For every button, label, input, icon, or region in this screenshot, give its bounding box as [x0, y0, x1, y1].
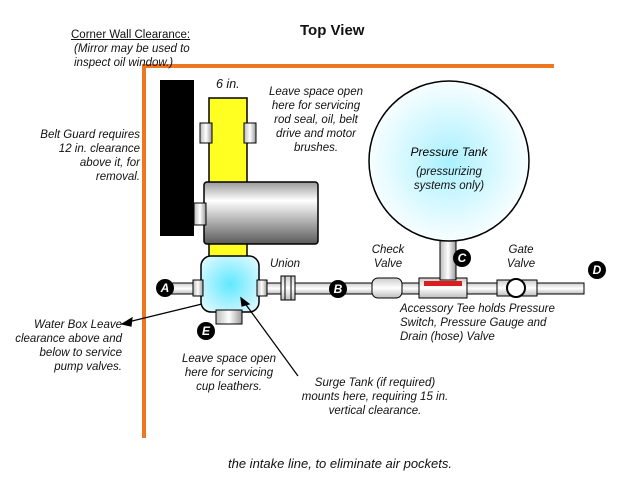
check-valve: [371, 277, 403, 299]
check-valve-label: Check Valve: [371, 244, 405, 270]
rod-seal-note: Leave space open here for servicing rod …: [269, 86, 363, 154]
arrowhead-water-box: [120, 316, 133, 327]
pump-cap-right: [243, 122, 257, 144]
point-markers: [156, 249, 606, 340]
pump-cap-left: [199, 122, 213, 144]
accessory-tee: [418, 277, 468, 299]
water-box-body: [200, 255, 260, 313]
marker-c-letter: C: [458, 251, 467, 265]
water-box: [192, 255, 268, 325]
wall-top: [142, 64, 554, 68]
gate-valve-label: Gate Valve: [506, 244, 536, 270]
marker-a: [156, 279, 174, 297]
water-box-cap-left: [192, 279, 204, 297]
corner-wall: [142, 64, 554, 438]
marker-d-letter: D: [593, 263, 602, 277]
surge-tank-note: Surge Tank (if required) mounts here, re…: [301, 377, 449, 417]
marker-d: [588, 261, 606, 279]
arrow-water-box: [127, 303, 203, 323]
pointer-arrows: [120, 296, 299, 377]
page-title: Top View: [300, 22, 365, 39]
arrow-surge-tank: [243, 301, 299, 377]
union-label: Union: [270, 258, 301, 270]
tank-name: Pressure Tank: [411, 145, 489, 159]
motor: [193, 181, 319, 245]
accessory-tee-note: Accessory Tee holds Pressure Switch, Pre…: [400, 303, 555, 343]
gate-valve-wheel: [506, 278, 526, 298]
tank-note: (pressurizing systems only): [413, 166, 485, 192]
marker-e-letter: E: [202, 324, 211, 338]
union-body: [280, 275, 296, 301]
water-box-bottom: [215, 309, 243, 325]
marker-e: [197, 322, 215, 340]
motor-shaft: [193, 202, 207, 226]
point-marker-letters: A B C D E: [160, 251, 602, 338]
motor-body: [203, 181, 319, 245]
dimension-label: 6 in.: [216, 77, 240, 91]
corner-heading: Corner Wall Clearance:: [71, 29, 191, 41]
gate-valve: [496, 278, 538, 298]
marker-a-letter: A: [160, 281, 170, 295]
arrowhead-surge-tank: [240, 296, 251, 307]
wall-left: [142, 64, 146, 438]
water-box-note: Water Box Leave clearance above and belo…: [15, 319, 122, 373]
belt-guard: [160, 80, 194, 236]
belt-guard-note: Belt Guard requires 12 in. clearance abo…: [40, 129, 140, 183]
union-fitting: [280, 275, 296, 301]
water-box-cap-right: [256, 279, 268, 297]
marker-b-letter: B: [334, 282, 343, 296]
marker-b: [329, 280, 347, 298]
corner-note: (Mirror may be used to inspect oil windo…: [74, 43, 190, 69]
tee-red-band: [424, 281, 462, 286]
cup-leathers-note: Leave space open here for servicing cup …: [182, 353, 276, 393]
marker-c: [453, 249, 471, 267]
pressure-tank: [368, 80, 530, 242]
figure-caption: the intake line, to eliminate air pocket…: [228, 456, 453, 471]
